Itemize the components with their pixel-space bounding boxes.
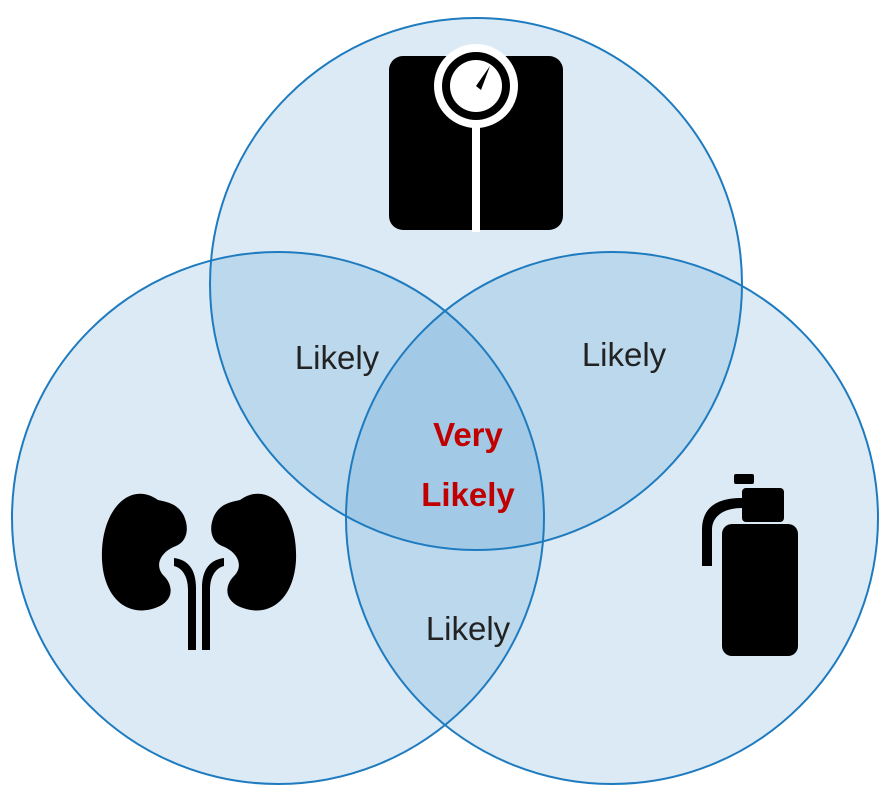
label-center-line1: Very — [433, 416, 503, 453]
label-top-right: Likely — [582, 336, 667, 373]
water-bottle-icon — [702, 474, 798, 656]
kidneys-icon — [101, 493, 297, 650]
circle-left-outline — [11, 251, 545, 785]
label-center-line2: Likely — [421, 476, 515, 513]
circle-top-outline — [209, 17, 743, 551]
circle-right-outline — [345, 251, 879, 785]
circle-right — [346, 252, 878, 784]
label-bottom-center: Likely — [426, 610, 511, 647]
label-top-left: Likely — [295, 339, 380, 376]
weight-scale-icon — [389, 44, 563, 232]
circle-top — [210, 18, 742, 550]
